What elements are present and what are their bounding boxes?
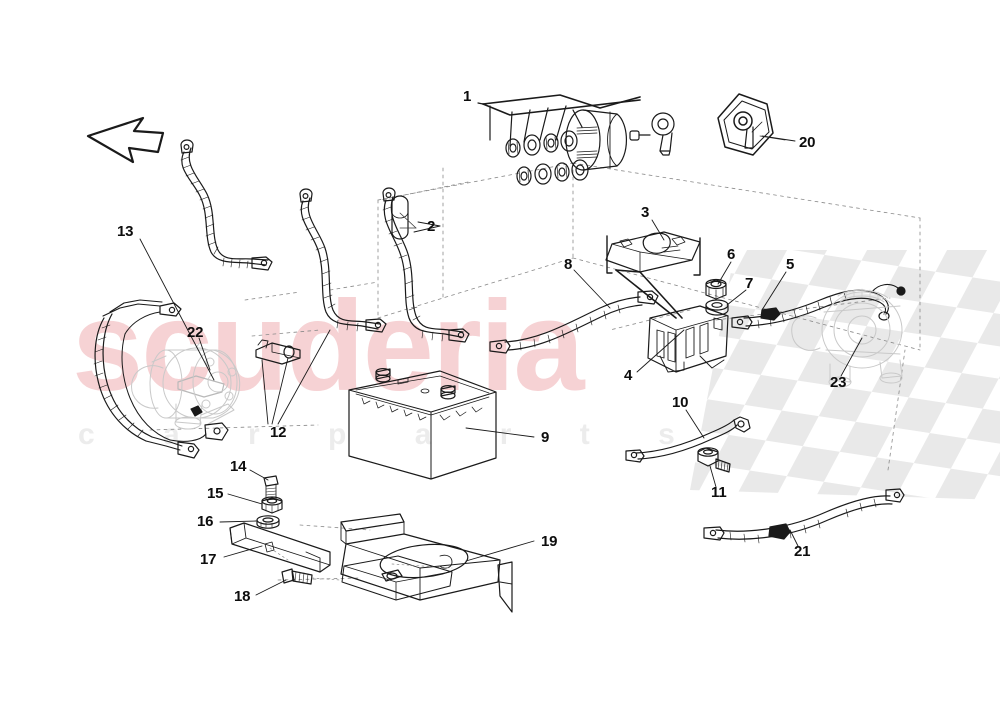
part-23-alternator — [791, 288, 903, 388]
part-10-short-battery-cable — [625, 416, 751, 463]
part-22-starter-motor — [131, 341, 241, 430]
callout-label-6[interactable]: 6 — [727, 246, 736, 263]
callout-label-1[interactable]: 1 — [463, 88, 472, 105]
callout-leader-lines — [139, 135, 863, 596]
part-2-terminal-cap — [391, 195, 417, 240]
callout-label-20[interactable]: 20 — [799, 134, 816, 151]
part-6-hex-nut — [705, 278, 727, 300]
callout-label-5[interactable]: 5 — [786, 256, 795, 273]
callout-label-12[interactable]: 12 — [270, 424, 287, 441]
part-14-stud-bolt — [263, 475, 279, 501]
cable-bundle-middle — [299, 187, 470, 343]
callout-label-10[interactable]: 10 — [672, 394, 689, 411]
part-18-tray-mounting-screw — [281, 568, 341, 585]
callout-label-11[interactable]: 11 — [711, 484, 727, 501]
part-3-relay-carrier-bracket — [605, 231, 701, 319]
starter-terminal-studs — [190, 405, 229, 441]
callout-label-21[interactable]: 21 — [794, 543, 811, 560]
callout-label-8[interactable]: 8 — [564, 256, 573, 273]
part-21-long-battery-cable — [703, 488, 905, 544]
part-13-starter-positive-cable — [180, 139, 273, 271]
starter-feed-cables — [93, 299, 207, 459]
watermark-brand-text: scuderia — [72, 275, 584, 418]
part-7-washer — [705, 299, 729, 316]
callout-label-17[interactable]: 17 — [200, 551, 217, 568]
callout-label-15[interactable]: 15 — [207, 485, 224, 502]
part-1-brake-booster-assembly — [477, 94, 675, 186]
part-11-hex-socket-bolt — [697, 447, 731, 473]
callout-label-3[interactable]: 3 — [641, 204, 650, 221]
callout-label-22[interactable]: 22 — [187, 324, 204, 341]
forward-direction-arrow — [86, 116, 165, 164]
callout-label-4[interactable]: 4 — [624, 367, 633, 384]
part-15-lock-nut — [261, 496, 283, 514]
part-4-fuse-box-unit — [647, 305, 729, 373]
callout-label-2[interactable]: 2 — [427, 218, 436, 235]
callout-label-16[interactable]: 16 — [197, 513, 214, 530]
callout-label-9[interactable]: 9 — [541, 429, 550, 446]
part-9-battery — [348, 368, 535, 480]
callout-label-14[interactable]: 14 — [230, 458, 247, 475]
callout-label-19[interactable]: 19 — [541, 533, 558, 550]
callout-label-13[interactable]: 13 — [117, 223, 134, 240]
booster-hardware-row-bottom — [516, 159, 589, 186]
callout-label-23[interactable]: 23 — [830, 374, 847, 391]
callout-label-18[interactable]: 18 — [234, 588, 251, 605]
part-12-cable-clamp-brackets — [177, 329, 331, 425]
part-20-terminal-boot-cover — [717, 93, 786, 156]
booster-eye-terminal — [651, 112, 675, 156]
part-17-battery-hold-down-clamp — [229, 522, 331, 573]
booster-hardware-row-top — [505, 130, 578, 158]
construction-lines — [149, 162, 921, 581]
part-16-washer-small — [256, 515, 280, 529]
part-8-ground-strap-cable — [489, 290, 659, 354]
callout-label-7[interactable]: 7 — [745, 275, 754, 292]
part-19-battery-tray — [340, 513, 535, 613]
